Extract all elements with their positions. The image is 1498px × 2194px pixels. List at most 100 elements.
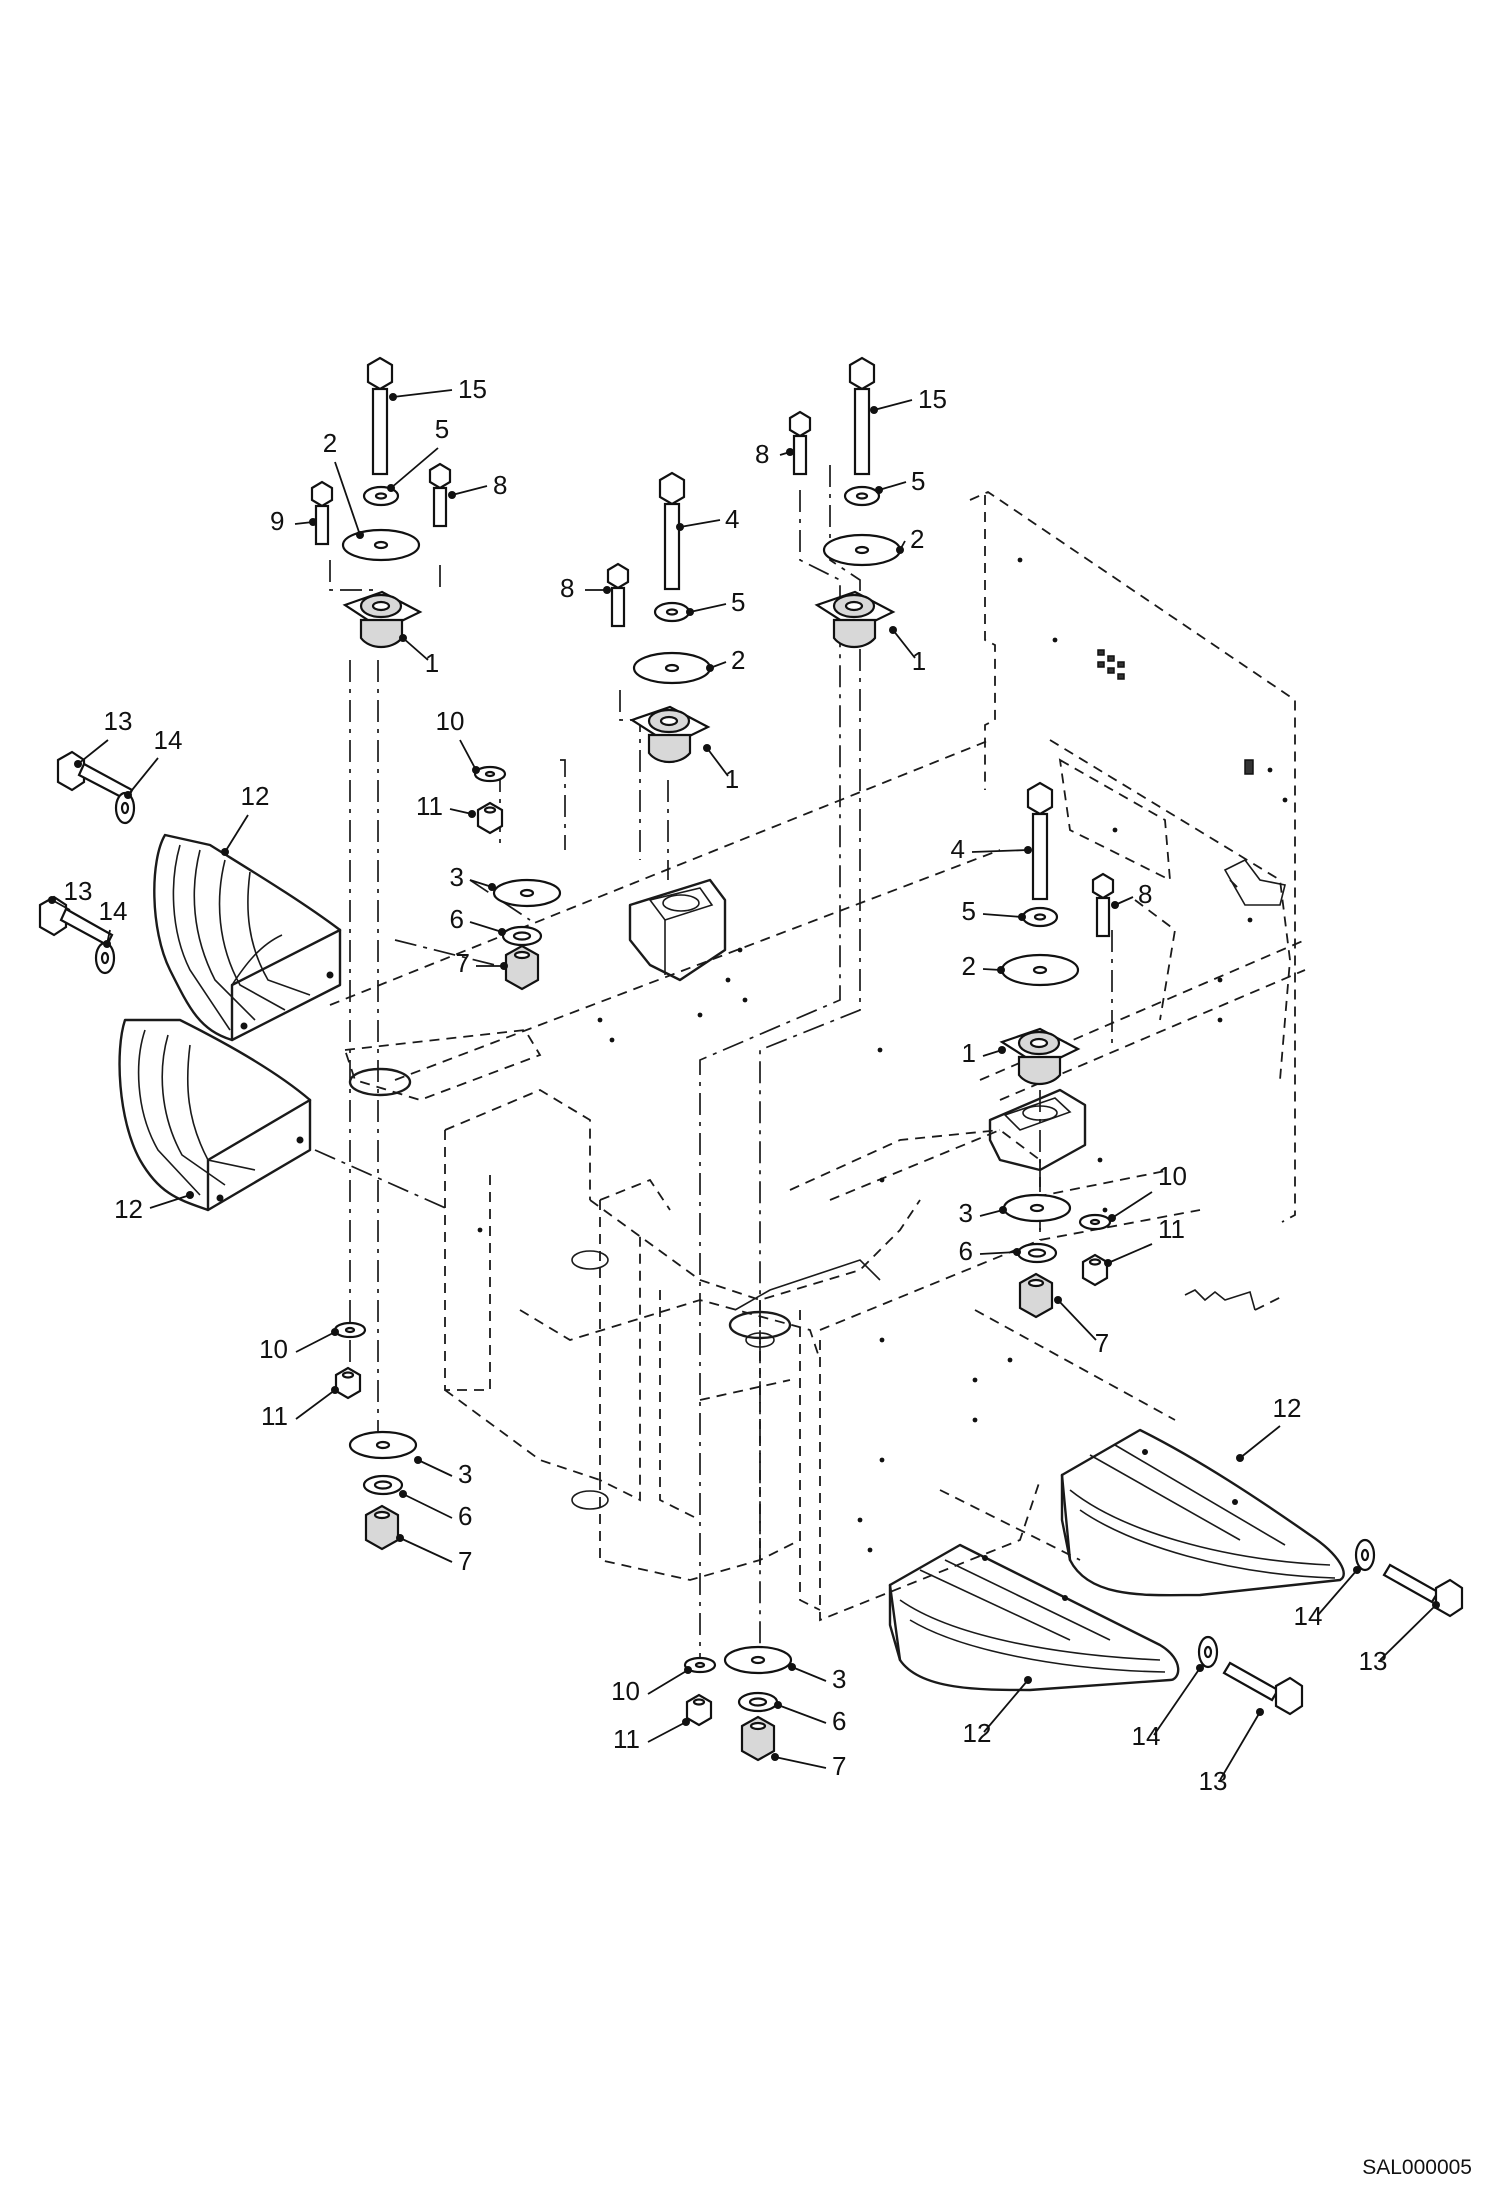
callout-dot-5 <box>387 484 395 492</box>
callout-label-6: 6 <box>959 1236 973 1266</box>
mount-upper-left <box>342 590 423 649</box>
callout-dot-1 <box>998 1046 1006 1054</box>
callout-label-12: 12 <box>1273 1393 1302 1423</box>
bolt-9-left <box>310 480 334 546</box>
bolt-8-right <box>1091 872 1115 938</box>
callout-dot-11 <box>331 1386 339 1394</box>
callout-label-1: 1 <box>425 648 439 678</box>
bolt-4-center <box>658 471 686 591</box>
callout-label-12: 12 <box>241 781 270 811</box>
callout-label-2: 2 <box>731 645 745 675</box>
callout-leader-4 <box>679 519 721 528</box>
callout-dot-12 <box>1236 1454 1244 1462</box>
callout-label-7: 7 <box>1095 1328 1109 1358</box>
callout-dot-7 <box>1054 1296 1062 1304</box>
callout-leader-5 <box>689 603 727 613</box>
callout-dot-6 <box>399 1490 407 1498</box>
callout-leader-10 <box>647 1669 689 1695</box>
callout-dot-6 <box>1013 1248 1021 1256</box>
rear-mount-bracket <box>628 878 727 982</box>
callout-dot-3 <box>488 883 496 891</box>
callout-dot-2 <box>706 664 714 672</box>
callout-leaders <box>48 389 1440 1781</box>
chassis-frame <box>329 490 1306 1622</box>
callout-label-14: 14 <box>154 725 183 755</box>
callout-label-11: 11 <box>613 1724 640 1754</box>
callout-label-1: 1 <box>912 646 926 676</box>
mount-upper-right <box>814 590 896 649</box>
callout-dot-13 <box>1432 1601 1440 1609</box>
mount-right <box>999 1027 1081 1086</box>
callout-dot-2 <box>356 531 364 539</box>
step-bolt-13-upper-left <box>56 750 134 802</box>
callout-label-15: 15 <box>918 384 947 414</box>
callout-label-2: 2 <box>910 524 924 554</box>
bolt-8-left <box>428 462 452 528</box>
assembly-centerlines <box>314 465 1176 1660</box>
callout-leader-13 <box>1219 1711 1261 1781</box>
callout-label-8: 8 <box>755 439 769 469</box>
callout-dot-5 <box>875 486 883 494</box>
step-upper-left <box>153 833 342 1042</box>
callout-leader-3 <box>417 1459 453 1477</box>
callout-label-10: 10 <box>436 706 465 736</box>
callout-leader-12 <box>224 814 249 853</box>
callout-label-5: 5 <box>731 587 745 617</box>
callout-leader-8 <box>451 485 488 496</box>
callout-label-4: 4 <box>725 504 739 534</box>
callout-dot-11 <box>682 1718 690 1726</box>
callout-label-8: 8 <box>1138 879 1152 909</box>
callout-label-8: 8 <box>493 470 507 500</box>
callout-leader-12 <box>983 1679 1029 1733</box>
callout-dot-1 <box>399 634 407 642</box>
callout-dot-2 <box>997 966 1005 974</box>
callout-leader-13 <box>77 739 109 765</box>
callout-dot-1 <box>889 626 897 634</box>
callout-dot-6 <box>774 1701 782 1709</box>
callout-label-7: 7 <box>832 1751 846 1781</box>
callout-dot-2 <box>896 546 904 554</box>
callout-dot-4 <box>1024 846 1032 854</box>
callout-leader-14 <box>1317 1569 1358 1616</box>
callout-label-1: 1 <box>725 764 739 794</box>
bolt-15-right <box>848 356 876 476</box>
washer-3-group <box>348 878 1072 1675</box>
callout-label-3: 3 <box>832 1664 846 1694</box>
callout-label-14: 14 <box>1294 1601 1323 1631</box>
callout-leader-7 <box>774 1756 827 1769</box>
callout-label-5: 5 <box>911 466 925 496</box>
callout-label-4: 4 <box>951 834 965 864</box>
callout-dot-13 <box>74 760 82 768</box>
callout-label-5: 5 <box>435 414 449 444</box>
washer-6-group <box>362 925 1058 1713</box>
callout-label-2: 2 <box>962 951 976 981</box>
callout-dot-9 <box>309 518 317 526</box>
callout-leader-6 <box>402 1493 453 1519</box>
callout-label-3: 3 <box>450 862 464 892</box>
callout-dot-8 <box>603 586 611 594</box>
callout-leader-10 <box>459 739 477 771</box>
left-mount-bracket <box>348 1067 412 1097</box>
callout-dot-12 <box>221 848 229 856</box>
callout-label-3: 3 <box>458 1459 472 1489</box>
callout-label-7: 7 <box>458 1546 472 1576</box>
callout-dot-5 <box>686 608 694 616</box>
callout-dot-11 <box>1104 1259 1112 1267</box>
washer-5-group <box>362 485 1059 928</box>
callout-dot-14 <box>103 940 111 948</box>
callout-dot-11 <box>468 810 476 818</box>
callout-label-11: 11 <box>416 791 443 821</box>
callout-label-6: 6 <box>450 904 464 934</box>
callout-leader-7 <box>399 1537 453 1563</box>
callout-leader-4 <box>971 849 1029 853</box>
callout-label-12: 12 <box>114 1194 143 1224</box>
callout-label-13: 13 <box>64 876 93 906</box>
callout-dot-3 <box>414 1456 422 1464</box>
callout-dot-13 <box>48 896 56 904</box>
callout-leader-10 <box>295 1331 336 1353</box>
callout-dot-6 <box>498 928 506 936</box>
callout-label-1: 1 <box>962 1038 976 1068</box>
callout-label-9: 9 <box>270 506 284 536</box>
bolt-15-left <box>366 356 394 476</box>
center-mount-bracket <box>728 1259 881 1340</box>
